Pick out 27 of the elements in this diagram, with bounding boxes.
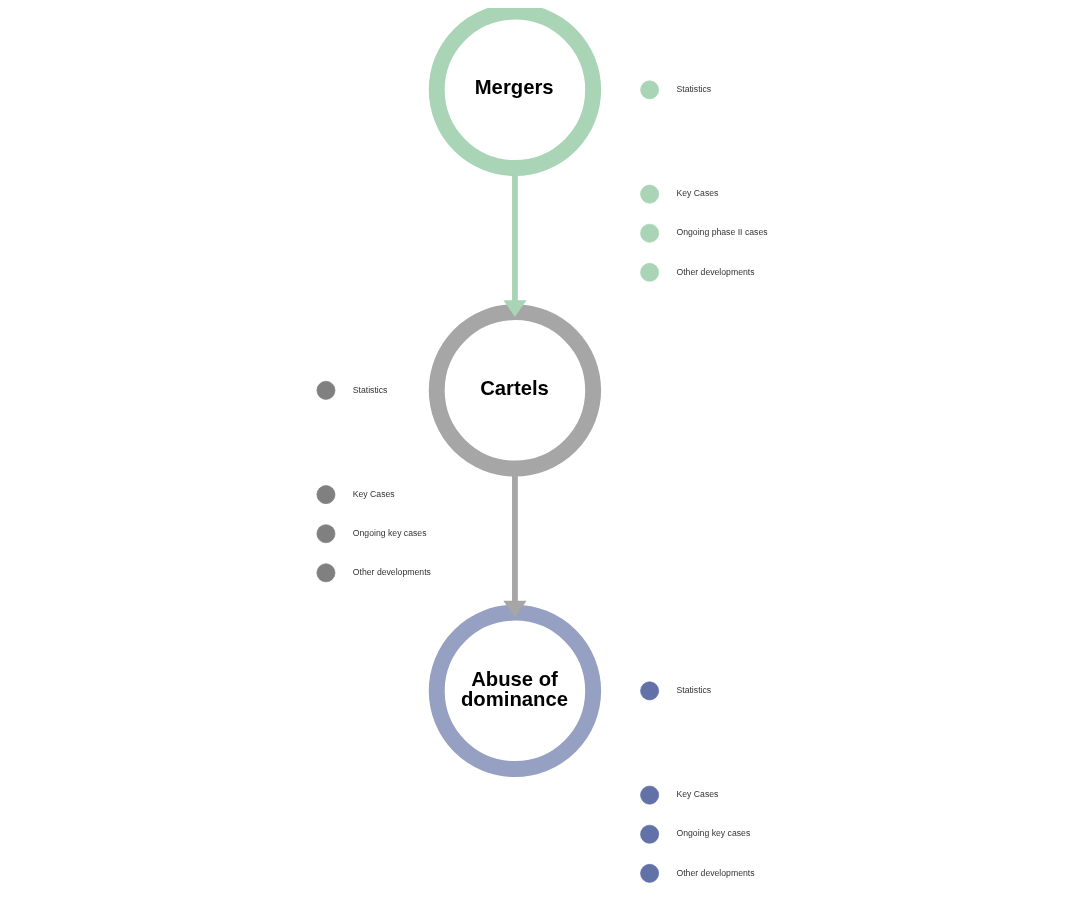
node-circle xyxy=(640,184,660,204)
node-circle xyxy=(640,824,660,844)
node-circle: Mergers xyxy=(428,8,602,176)
node-circle xyxy=(316,524,336,544)
node-circle xyxy=(640,785,660,805)
node-label: Statistics xyxy=(352,384,388,395)
node-circle xyxy=(640,223,660,243)
node-label: Statistics xyxy=(676,685,712,696)
node-circle xyxy=(316,380,336,400)
node-label: Other developments xyxy=(676,266,755,277)
node-label: Ongoing phase II cases xyxy=(676,227,768,238)
node-circle: Cartels xyxy=(428,304,602,477)
node-label: Statistics xyxy=(676,84,712,95)
node-circle xyxy=(640,80,660,100)
node-circle xyxy=(640,863,660,883)
node-label: Other developments xyxy=(352,567,431,578)
node-circle xyxy=(640,262,660,282)
node-label: Key Cases xyxy=(352,488,395,499)
node-circle xyxy=(316,563,336,583)
node-label: Key Cases xyxy=(676,789,719,800)
node-circle: Abuse of dominance xyxy=(428,604,602,778)
node-label: Ongoing key cases xyxy=(352,527,427,538)
node-circle xyxy=(640,681,660,701)
node-label: Other developments xyxy=(676,867,755,878)
node-label: Ongoing key cases xyxy=(676,828,751,839)
node-label: Key Cases xyxy=(676,188,719,199)
node-circle xyxy=(316,485,336,505)
